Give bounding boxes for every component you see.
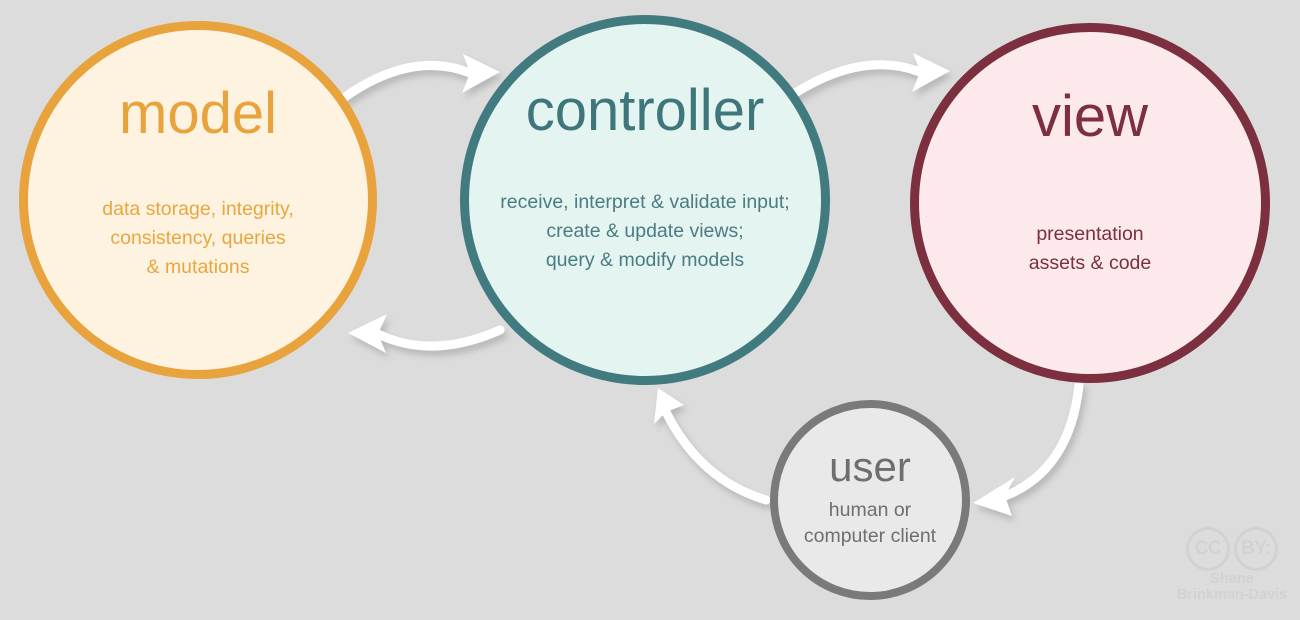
creative-commons-badges[interactable]: CC BY: (1172, 527, 1292, 571)
node-user[interactable]: user human or computer client (770, 400, 970, 600)
node-user-description: human or computer client (803, 499, 937, 548)
node-view-description: presentation assets & code (1028, 223, 1152, 274)
node-controller-title: controller (525, 78, 765, 143)
cc-by-icon: BY: (1234, 527, 1278, 571)
node-controller[interactable]: controller receive, interpret & validate… (460, 15, 830, 385)
cc-icon: CC (1186, 527, 1230, 571)
node-model[interactable]: model data storage, integrity, consisten… (19, 21, 377, 379)
license-credit: CC BY: Shane Brinkman-Davis (1172, 527, 1292, 603)
arrow-model-to-controller (340, 54, 500, 102)
node-view[interactable]: view presentation assets & code (910, 23, 1270, 383)
arrow-user-to-controller (654, 388, 771, 505)
author-name-line1: Shane (1210, 571, 1254, 587)
node-model-description: data storage, integrity, consistency, qu… (102, 198, 294, 278)
arrow-controller-to-model (348, 314, 505, 353)
arrow-view-to-user (973, 380, 1084, 516)
node-user-title: user (829, 443, 911, 490)
node-controller-description: receive, interpret & validate input; cre… (500, 191, 790, 271)
arrow-controller-to-view (787, 53, 950, 100)
author-name-line2: Brinkman-Davis (1176, 587, 1288, 604)
node-model-title: model (119, 81, 277, 146)
node-view-title: view (1031, 84, 1149, 149)
